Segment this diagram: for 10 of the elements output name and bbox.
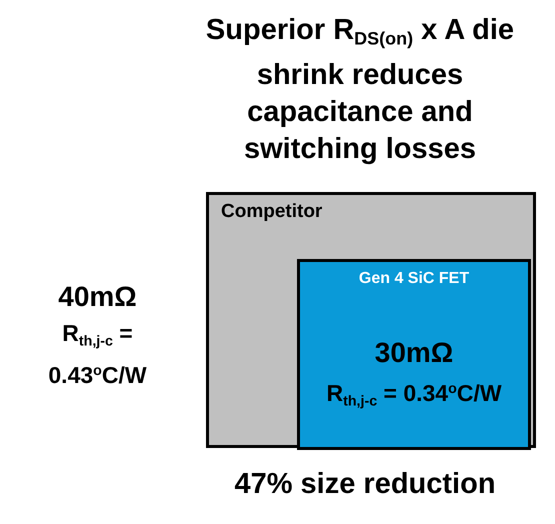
resistance-value: 40mΩ bbox=[57, 280, 138, 314]
diagram-caption: 47% size reduction bbox=[233, 468, 497, 501]
box-heading: Gen 4 SiC FET bbox=[358, 270, 470, 288]
diagram-title: Superior R$_{DS(on)}$ x A die shrink reduces capacitance and switching losses bbox=[204, 13, 516, 168]
box-heading: Competitor bbox=[221, 201, 322, 223]
thermal-resistance-value: R$_{th,j-c}$ = 0.34$^{o}$C/W bbox=[325, 378, 503, 412]
device-die-box bbox=[297, 259, 531, 450]
thermal-resistance-value: R$_{th,j-c}$ = 0.43$^{o}$C/W bbox=[47, 319, 148, 390]
resistance-value: 30mΩ bbox=[374, 336, 454, 370]
competitor-die-box bbox=[206, 192, 536, 448]
